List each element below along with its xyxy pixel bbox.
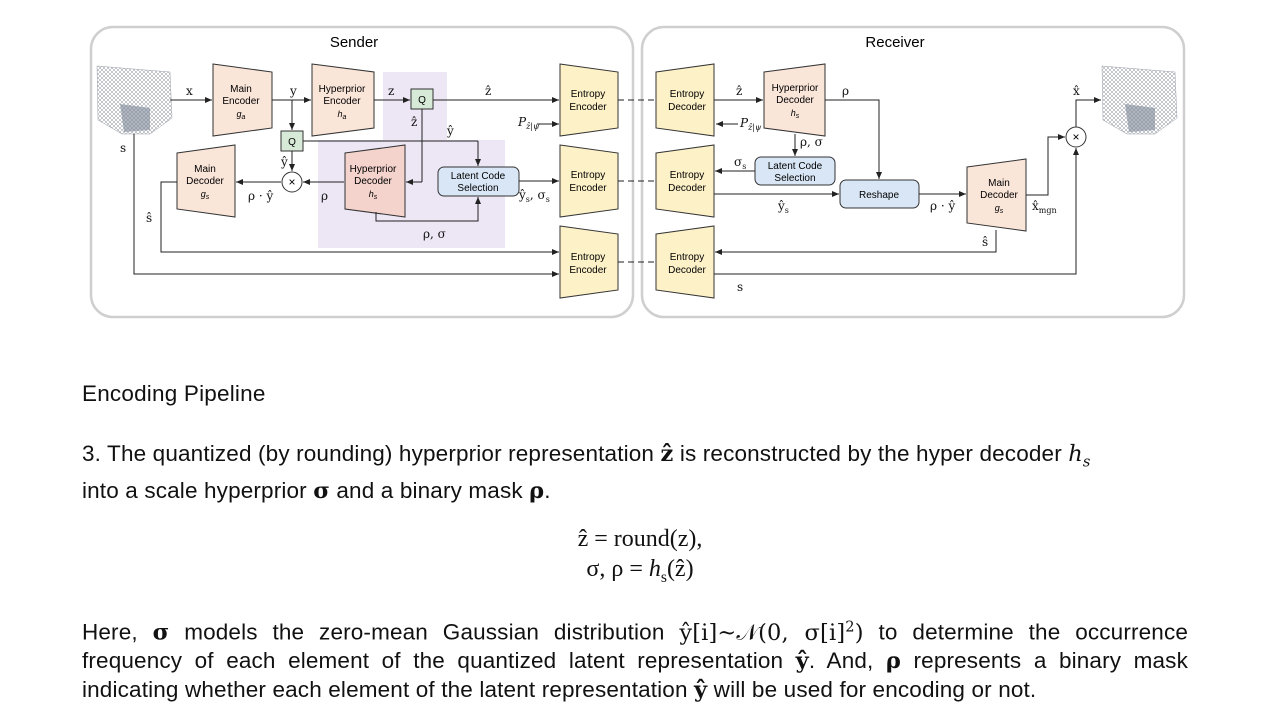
svg-text:ρ · ŷ: ρ · ŷ: [930, 199, 955, 213]
svg-text:hs: hs: [791, 108, 800, 120]
svg-text:gs: gs: [995, 203, 1004, 215]
svg-text:ŷ: ŷ: [446, 124, 454, 138]
svg-text:gs: gs: [201, 189, 210, 201]
svg-text:Pẑ|ψ: Pẑ|ψ: [739, 116, 762, 132]
svg-text:ŷs: ŷs: [777, 199, 789, 215]
svg-text:Q: Q: [418, 95, 426, 106]
svg-text:Encoder: Encoder: [569, 102, 607, 113]
sender-hyperprior-decoder-block: Hyperprior Decoder hs: [344, 144, 406, 218]
svg-text:Pẑ|ψ: Pẑ|ψ: [517, 115, 540, 131]
sender-latent-code-selection: Latent Code Selection: [437, 166, 520, 197]
svg-text:ρ, σ: ρ, σ: [423, 227, 446, 241]
svg-text:ga: ga: [237, 109, 246, 121]
svg-text:ŝ: ŝ: [146, 211, 152, 225]
svg-text:Hyperprior: Hyperprior: [319, 84, 366, 95]
receiver-latent-code-selection: Latent Code Selection: [754, 156, 836, 186]
svg-text:ρ · ŷ: ρ · ŷ: [248, 189, 273, 203]
step-3-paragraph: 3. The quantized (by rounding) hyperprio…: [82, 441, 1091, 504]
svg-text:Entropy: Entropy: [670, 89, 704, 100]
svg-text:ŝ: ŝ: [982, 235, 988, 249]
entropy-decoder-z: Entropy Decoder: [655, 63, 715, 137]
svg-text:Main: Main: [230, 84, 252, 95]
svg-text:Decoder: Decoder: [668, 183, 706, 194]
svg-text:Selection: Selection: [774, 173, 815, 184]
svg-text:Entropy: Entropy: [670, 252, 704, 263]
entropy-decoder-y: Entropy Decoder: [655, 144, 715, 218]
svg-text:Hyperprior: Hyperprior: [350, 164, 397, 175]
svg-text:Reshape: Reshape: [859, 190, 899, 201]
svg-text:s: s: [120, 141, 126, 155]
svg-text:Encoder: Encoder: [323, 96, 361, 107]
reshape-block: Reshape: [839, 179, 920, 209]
svg-text:Decoder: Decoder: [668, 265, 706, 276]
svg-text:ŷs, σs: ŷs, σs: [518, 188, 550, 204]
svg-text:Encoder: Encoder: [569, 265, 607, 276]
receiver-main-decoder-block: Main Decoder gs: [966, 158, 1027, 232]
sender-multiply-node: ×: [281, 171, 303, 193]
svg-text:ρ, σ: ρ, σ: [800, 135, 823, 149]
quantizer-z-block: Q: [410, 88, 434, 110]
svg-text:Hyperprior: Hyperprior: [772, 83, 819, 94]
svg-text:hs: hs: [369, 189, 378, 201]
svg-text:Main: Main: [194, 164, 216, 175]
receiver-multiply-node: ×: [1065, 126, 1087, 148]
explanation-paragraph: Here, σ models the zero-mean Gaussian di…: [82, 618, 1189, 703]
quantizer-y-block: Q: [280, 130, 304, 152]
output-point-cloud-image: [1101, 65, 1178, 135]
svg-text:s: s: [737, 280, 743, 294]
diagram-labels: x y z ẑ ẑ ŷ ŷ s ŝ ρ ρ · ŷ ρ, σ ŷs, σs Pẑ…: [120, 84, 1080, 294]
svg-text:Decoder: Decoder: [354, 176, 392, 187]
svg-text:Entropy: Entropy: [571, 252, 605, 263]
svg-text:Q: Q: [288, 137, 296, 148]
svg-text:ρ: ρ: [321, 189, 328, 203]
svg-text:x̂mgn: x̂mgn: [1032, 199, 1057, 215]
pipeline-diagram: Sender Receiver Main Encoder ga Hyperpri…: [89, 25, 1186, 319]
sender-title: Sender: [330, 34, 378, 51]
svg-text:×: ×: [1072, 130, 1079, 144]
entropy-encoder-y: Entropy Encoder: [559, 144, 619, 218]
receiver-title: Receiver: [865, 34, 924, 51]
svg-text:Main: Main: [988, 178, 1010, 189]
equation-round: ẑ = round(z),: [577, 526, 703, 552]
svg-text:Decoder: Decoder: [668, 102, 706, 113]
svg-text:x: x: [186, 84, 193, 98]
entropy-encoder-z: Entropy Encoder: [559, 63, 619, 137]
svg-text:Decoder: Decoder: [980, 190, 1018, 201]
receiver-hyperprior-decoder-block: Hyperprior Decoder hs: [763, 63, 826, 137]
svg-text:Encoder: Encoder: [222, 96, 260, 107]
svg-text:y: y: [289, 84, 297, 98]
svg-text:Entropy: Entropy: [670, 170, 704, 181]
svg-text:ẑ: ẑ: [411, 115, 417, 129]
svg-text:ẑ: ẑ: [485, 84, 491, 98]
sender-main-decoder-block: Main Decoder gs: [176, 144, 236, 218]
main-encoder-block: Main Encoder ga: [212, 63, 273, 137]
svg-text:z: z: [388, 84, 394, 98]
svg-text:Latent Code: Latent Code: [768, 161, 823, 172]
svg-text:ẑ: ẑ: [736, 84, 742, 98]
section-heading: Encoding Pipeline: [82, 381, 266, 406]
entropy-encoder-s: Entropy Encoder: [559, 225, 619, 299]
diagram-connectors: [133, 97, 1101, 277]
svg-text:Entropy: Entropy: [571, 170, 605, 181]
svg-text:Entropy: Entropy: [571, 89, 605, 100]
svg-text:Decoder: Decoder: [776, 95, 814, 106]
hyperprior-encoder-block: Hyperprior Encoder ha: [311, 63, 375, 137]
entropy-decoder-s: Entropy Decoder: [655, 225, 715, 299]
svg-text:σs: σs: [734, 155, 746, 171]
svg-text:×: ×: [288, 175, 295, 189]
svg-text:Encoder: Encoder: [569, 183, 607, 194]
svg-text:ŷ: ŷ: [280, 155, 288, 169]
svg-text:Decoder: Decoder: [186, 176, 224, 187]
svg-text:x̂: x̂: [1073, 84, 1080, 98]
svg-text:ha: ha: [338, 109, 347, 121]
svg-text:Selection: Selection: [457, 183, 498, 194]
svg-text:Latent Code: Latent Code: [451, 171, 506, 182]
svg-text:ρ: ρ: [842, 84, 849, 98]
input-point-cloud-image: [96, 65, 173, 135]
equation-hyper-decoder: σ, ρ = hs(ẑ): [586, 556, 694, 586]
